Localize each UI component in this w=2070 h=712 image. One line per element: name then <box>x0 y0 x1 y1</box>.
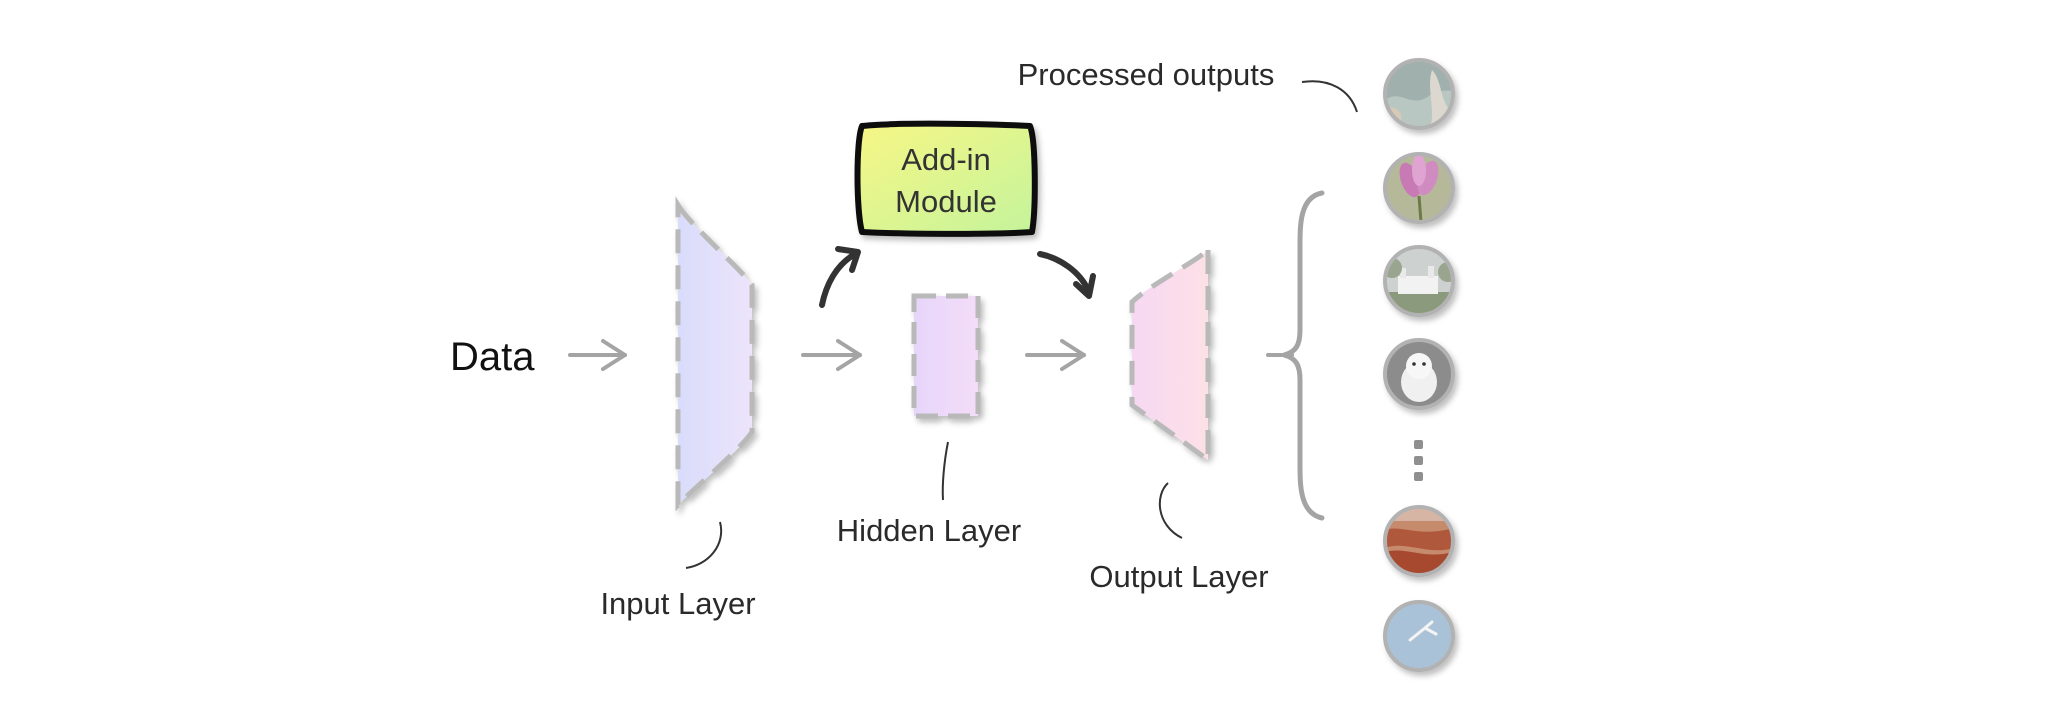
arrow-right-icon <box>568 339 627 371</box>
output-layer-leader <box>1158 482 1183 539</box>
hidden-layer-label: Hidden Layer <box>837 513 1021 548</box>
arrow-right-icon <box>1025 339 1086 371</box>
curved-arrow-up-icon <box>819 246 861 308</box>
processed-outputs-label: Processed outputs <box>1018 57 1275 92</box>
add-in-module-box: Add-in Module <box>854 120 1038 237</box>
input-layer-leader <box>685 521 723 569</box>
output-thumbnail-food <box>1383 505 1455 577</box>
module-label-line1: Add-in <box>901 142 991 177</box>
module-label-line2: Module <box>895 184 997 219</box>
curly-brace-icon <box>1283 190 1325 521</box>
output-thumbnail-coastline <box>1383 58 1455 130</box>
output-layer-shape <box>1129 244 1211 466</box>
input-layer-label: Input Layer <box>600 586 755 621</box>
hidden-layer-shape <box>911 293 981 419</box>
output-thumbnail-castle <box>1383 245 1455 317</box>
curved-arrow-down-icon <box>1037 251 1096 299</box>
output-thumbnail-flower <box>1383 152 1455 224</box>
processed-outputs-leader <box>1301 80 1358 113</box>
arrow-right-icon <box>801 339 862 371</box>
ellipsis-dots-icon <box>1414 440 1423 481</box>
data-label: Data <box>450 335 535 379</box>
output-layer-label: Output Layer <box>1089 559 1268 594</box>
output-thumbnail-bird <box>1383 600 1455 672</box>
output-thumbnail-puppy <box>1383 338 1455 410</box>
input-layer-shape <box>675 195 755 512</box>
hidden-layer-leader <box>941 441 949 501</box>
